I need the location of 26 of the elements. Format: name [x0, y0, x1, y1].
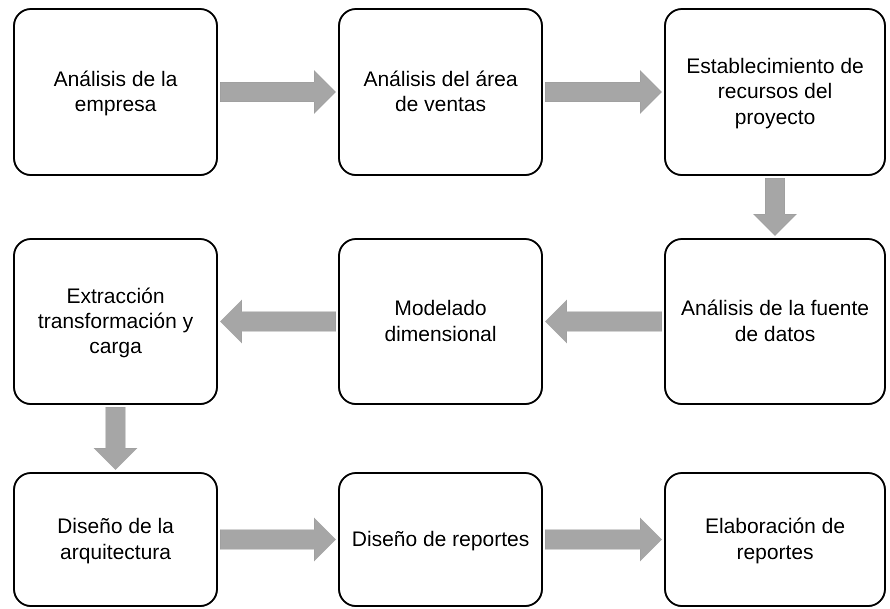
process-box	[338, 472, 543, 607]
process-box	[13, 472, 218, 607]
step-label: Análisis de la fuente de datos	[680, 296, 870, 347]
process-box	[13, 8, 218, 176]
block-arrow	[545, 70, 662, 114]
step-label: Extracción transformación y carga	[36, 284, 194, 360]
step-label: Diseño de la arquitectura	[56, 514, 175, 565]
process-box	[13, 238, 218, 405]
process-box	[338, 238, 543, 405]
block-arrow	[545, 300, 662, 344]
process-box	[664, 472, 886, 607]
process-box	[664, 238, 886, 405]
block-arrow	[220, 300, 336, 344]
process-box	[338, 8, 543, 176]
block-arrow	[94, 407, 138, 470]
step-label: Elaboración de reportes	[704, 514, 846, 565]
block-arrow	[753, 178, 797, 236]
process-box	[664, 8, 886, 176]
step-label: Análisis de la empresa	[52, 66, 178, 118]
step-label: Establecimiento de recursos del proyecto	[685, 54, 865, 130]
block-arrow	[220, 518, 336, 562]
step-label: Análisis del área de ventas	[362, 66, 519, 118]
block-arrow	[545, 518, 662, 562]
block-arrow	[220, 70, 336, 114]
step-label: Diseño de reportes	[352, 526, 530, 552]
step-label: Modelado dimensional	[383, 296, 498, 347]
